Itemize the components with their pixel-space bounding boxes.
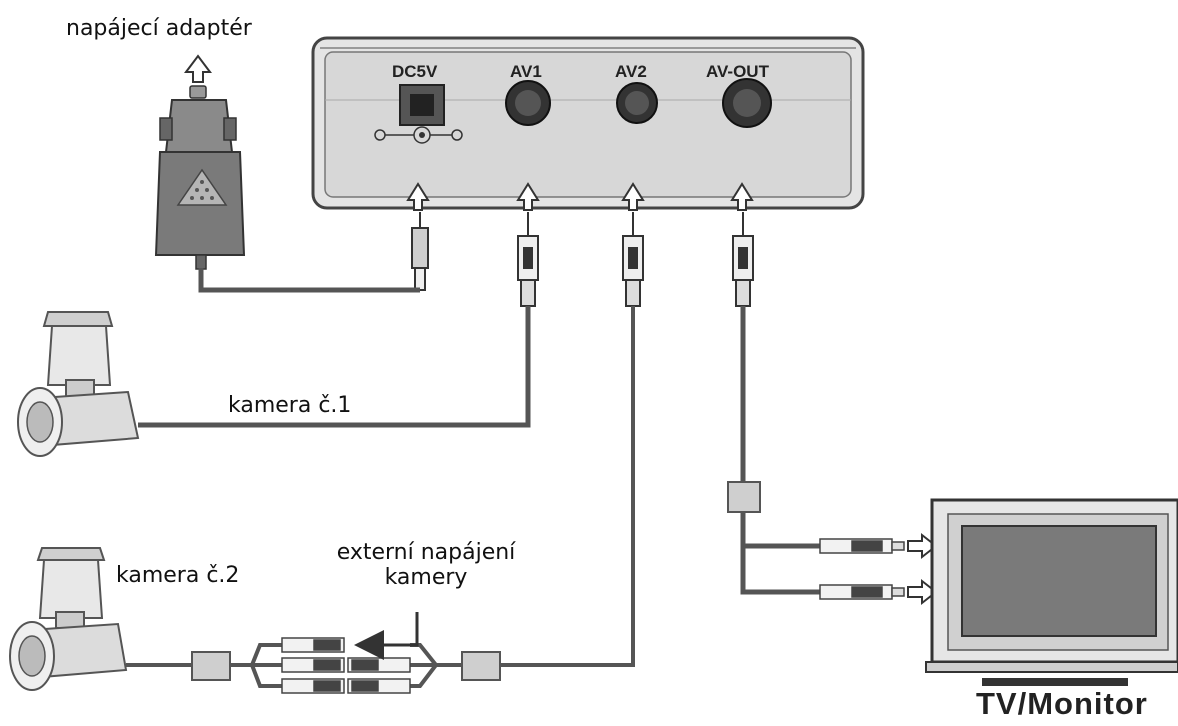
power-cable (198, 268, 420, 293)
camera-2-rca-connectors (281, 637, 411, 694)
dc-socket (374, 84, 463, 144)
camera-1 (17, 311, 140, 457)
port-label-av1: AV1 (510, 62, 542, 81)
port-label-av-out: AV-OUT (706, 62, 770, 81)
external-power-label-line1: externí napájení (336, 540, 516, 565)
camera-2-splitters (191, 651, 501, 681)
port-label-dc5v: DC5V (392, 62, 438, 81)
plug-arrows (406, 182, 754, 211)
camera-2 (9, 547, 128, 691)
power-adapter-label: napájecí adaptér (66, 16, 252, 41)
av1-socket (505, 80, 551, 126)
av-out-splitter (727, 481, 761, 513)
av2-socket (616, 82, 658, 124)
external-power-arrow (354, 612, 419, 660)
camera-1-label: kamera č.1 (228, 393, 352, 418)
av-out-socket (722, 78, 772, 128)
camera-1-cable (138, 306, 531, 428)
tv-monitor (925, 498, 1178, 686)
camera-2-label: kamera č.2 (116, 563, 240, 588)
power-adapter (154, 54, 246, 270)
jack-plugs (411, 212, 754, 307)
port-label-av2: AV2 (615, 62, 647, 81)
camera-2-cable-harness (126, 306, 635, 688)
tv-input-arrows (907, 532, 938, 606)
av-out-cable (740, 306, 820, 595)
av-switch-box (311, 36, 865, 210)
tv-monitor-label: TV/Monitor (976, 686, 1148, 721)
external-power-label-line2: kamery (384, 565, 468, 591)
tv-rca-plugs (819, 538, 905, 600)
external-power-label: externí napájení kamery (326, 540, 526, 591)
